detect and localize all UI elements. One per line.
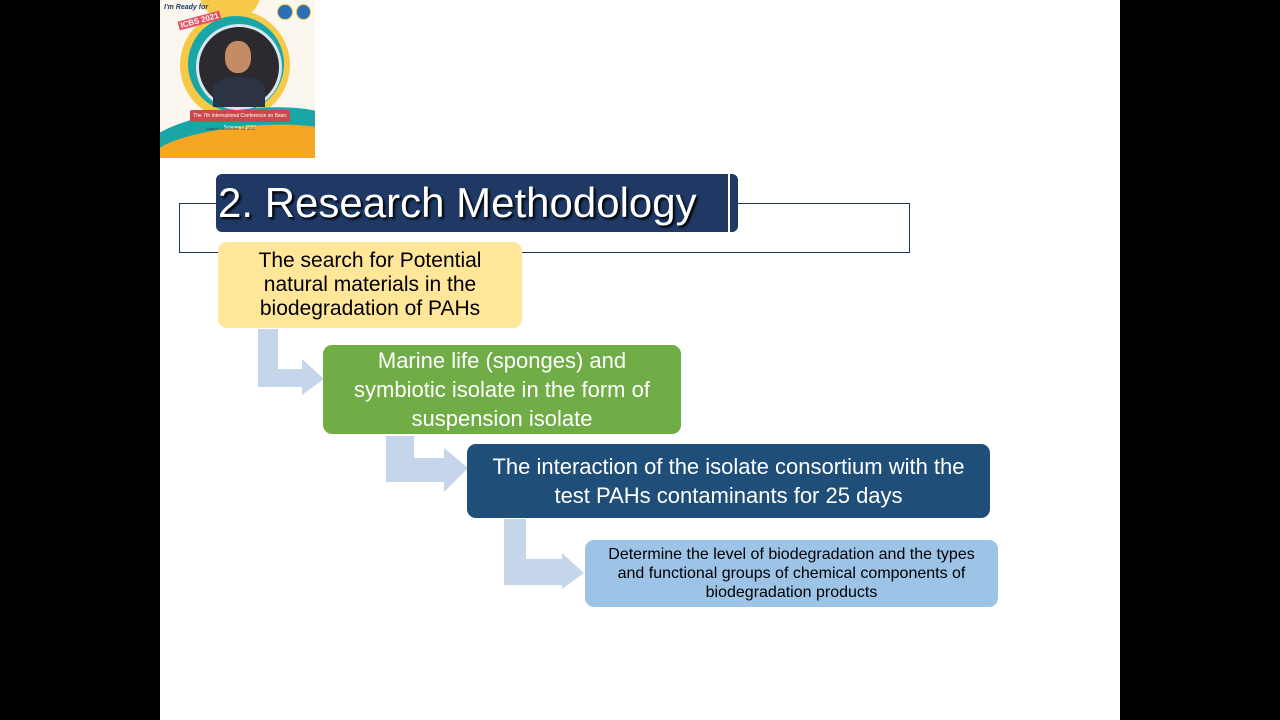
speaker-face (225, 41, 251, 73)
ministry-logo-icon (295, 4, 311, 20)
step-1-text: The search for Potential natural materia… (258, 249, 482, 320)
arrow-step3-to-step4 (504, 519, 584, 589)
title-box: 2. Research Methodology (216, 174, 738, 232)
arrow-step1-to-step2 (258, 329, 324, 395)
slide: I'm Ready for ICBS 2021 The 7th Internat… (160, 0, 1120, 720)
badge-date: Ambon, November 18, 2021 (206, 126, 257, 131)
speaker-suit (213, 77, 265, 107)
step-3-box: The interaction of the isolate consortiu… (467, 444, 990, 518)
step-2-text: Marine life (sponges) and symbiotic isol… (354, 348, 650, 431)
badge-banner: The 7th International Conference on Basi… (190, 110, 290, 131)
step-3-text: The interaction of the isolate consortiu… (492, 454, 965, 508)
university-logo-icon (277, 4, 293, 20)
step-2-box: Marine life (sponges) and symbiotic isol… (323, 345, 681, 434)
title-box-edge (728, 174, 730, 232)
step-4-text: Determine the level of biodegradation an… (608, 546, 975, 601)
arrow-step2-to-step3 (386, 436, 468, 492)
conference-badge-image: I'm Ready for ICBS 2021 The 7th Internat… (160, 0, 315, 158)
step-1-box: The search for Potential natural materia… (218, 242, 522, 328)
step-4-box: Determine the level of biodegradation an… (585, 540, 998, 607)
badge-logos (277, 4, 311, 20)
badge-tagline: I'm Ready for (164, 4, 209, 11)
slide-title: 2. Research Methodology (218, 179, 697, 226)
speaker-photo (196, 24, 282, 110)
